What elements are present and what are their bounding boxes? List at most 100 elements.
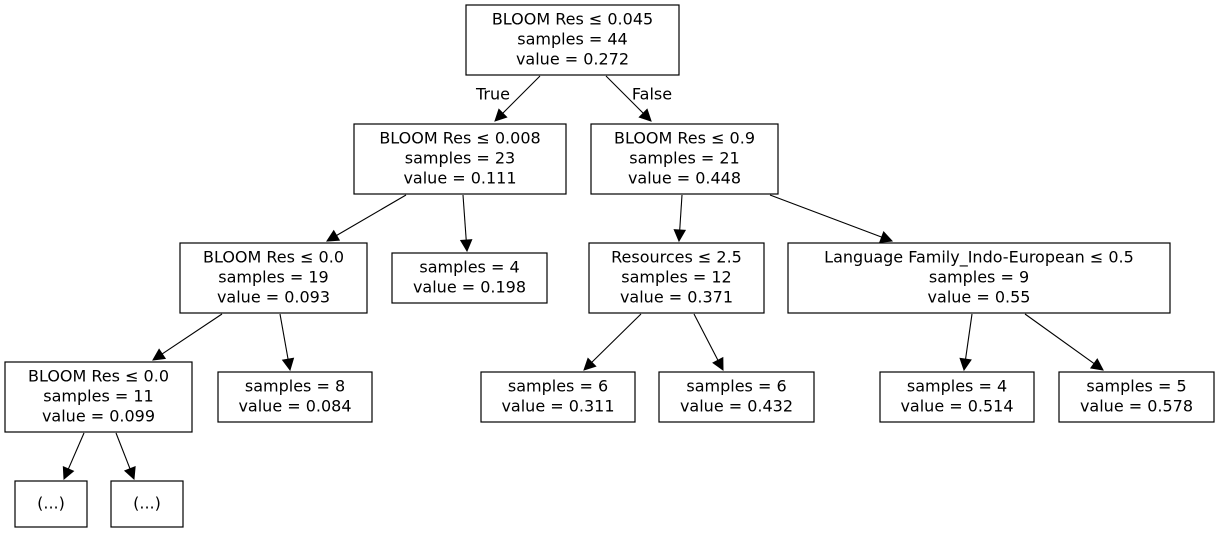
edge-line <box>693 313 719 361</box>
node-text-line: samples = 44 <box>517 30 627 49</box>
node-box <box>1058 371 1215 423</box>
arrowhead-icon <box>1089 358 1104 371</box>
node-text-line: Resources ≤ 2.5 <box>611 248 742 267</box>
node-text-line: samples = 4 <box>907 377 1007 396</box>
tree-edge <box>1024 313 1104 371</box>
tree-edge <box>152 313 223 361</box>
tree-edge <box>279 313 295 372</box>
node-box <box>14 480 88 528</box>
node-text-line: samples = 5 <box>1086 377 1186 396</box>
tree-edge <box>326 194 407 242</box>
tree-edge <box>959 313 973 372</box>
edge-line <box>679 194 683 231</box>
node-box <box>588 242 765 314</box>
edge-line <box>1024 313 1095 365</box>
node-text-line: samples = 21 <box>629 149 739 168</box>
node-text-line: value = 0.55 <box>928 288 1031 307</box>
node-box <box>353 123 567 195</box>
arrowhead-icon <box>123 465 136 481</box>
node-text-line: value = 0.371 <box>620 288 733 307</box>
node-text-line: samples = 6 <box>686 377 786 396</box>
arrowhead-icon <box>959 357 972 372</box>
node-text-line: samples = 11 <box>43 387 153 406</box>
node-text-line: value = 0.311 <box>501 397 614 416</box>
node-text-line: BLOOM Res ≤ 0.0 <box>203 248 344 267</box>
node-text-line: samples = 6 <box>508 377 608 396</box>
node-text-line: (...) <box>37 494 65 513</box>
tree-edge: True <box>475 75 541 122</box>
edges-layer: True False <box>62 75 1104 481</box>
edge-line <box>115 432 131 469</box>
node-text-line: samples = 12 <box>621 268 731 287</box>
node-text-line: samples = 19 <box>218 268 328 287</box>
node-text-line: BLOOM Res ≤ 0.9 <box>614 129 755 148</box>
node-box <box>4 361 193 433</box>
node-text-line: BLOOM Res ≤ 0.045 <box>492 10 653 29</box>
tree-edge <box>673 194 687 243</box>
arrowhead-icon <box>152 348 167 361</box>
edge-line <box>605 75 644 114</box>
tree-node-n6: Language Family_Indo-European ≤ 0.5sampl… <box>787 242 1171 314</box>
node-text-line: value = 0.198 <box>413 278 526 297</box>
node-text-line: samples = 8 <box>245 377 345 396</box>
arrowhead-icon <box>326 229 341 242</box>
node-box <box>879 371 1035 423</box>
arrowhead-icon <box>712 356 724 371</box>
tree-edge <box>459 194 473 253</box>
node-text-line: value = 0.514 <box>900 397 1013 416</box>
node-text-line: value = 0.272 <box>516 50 629 69</box>
arrowhead-icon <box>494 108 508 122</box>
edge-line <box>336 194 407 236</box>
node-text-line: (...) <box>133 494 161 513</box>
tree-edge <box>62 432 85 481</box>
tree-node-n13: (...) <box>14 480 88 528</box>
node-text-line: BLOOM Res ≤ 0.008 <box>379 129 540 148</box>
edge-line <box>591 313 642 363</box>
node-text-line: BLOOM Res ≤ 0.0 <box>28 367 169 386</box>
node-text-line: samples = 23 <box>405 149 515 168</box>
tree-edge <box>583 313 642 371</box>
node-box <box>217 371 373 423</box>
node-box <box>590 123 779 195</box>
arrowhead-icon <box>638 108 652 122</box>
node-text-line: Language Family_Indo-European ≤ 0.5 <box>824 248 1134 268</box>
node-text-line: value = 0.578 <box>1080 397 1193 416</box>
node-box <box>658 371 815 423</box>
tree-edge <box>115 432 136 481</box>
arrowhead-icon <box>879 231 894 243</box>
node-text-line: samples = 4 <box>419 258 519 277</box>
edge-label-false: False <box>632 85 672 104</box>
edge-line <box>279 313 289 360</box>
tree-edge <box>693 313 724 371</box>
arrowhead-icon <box>281 357 295 372</box>
node-text-line: value = 0.093 <box>217 288 330 307</box>
node-box <box>110 480 184 528</box>
node-text-line: samples = 9 <box>929 268 1029 287</box>
edge-label-true: True <box>475 85 510 104</box>
node-box <box>391 252 548 304</box>
tree-edge: False <box>605 75 672 122</box>
tree-edge <box>769 194 894 243</box>
node-text-line: value = 0.448 <box>628 169 741 188</box>
node-box <box>179 242 368 314</box>
edge-line <box>161 313 223 355</box>
edge-line <box>965 313 973 360</box>
node-text-line: value = 0.084 <box>238 397 351 416</box>
node-box <box>787 242 1171 314</box>
arrowhead-icon <box>583 357 597 371</box>
arrowhead-icon <box>459 239 473 253</box>
edge-line <box>462 194 467 241</box>
node-box <box>480 371 636 423</box>
